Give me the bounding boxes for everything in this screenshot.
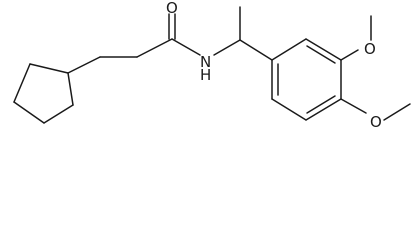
bond-nitrogen-ch <box>213 39 241 56</box>
atom-labels: O N H O O <box>166 0 382 131</box>
bond-aryl-5 <box>271 98 307 121</box>
propanamide-chain <box>67 13 201 74</box>
bond-ring-3 <box>13 101 45 124</box>
bond-ring-5 <box>29 63 69 74</box>
bond-aryl-1 <box>271 38 307 61</box>
bond-ring-to-ch2 <box>67 56 101 74</box>
bond-o-bottom-methyl <box>383 103 411 121</box>
ethyl-linker <box>213 6 273 61</box>
atom-label-amide-hydrogen: H <box>200 66 211 84</box>
molecule-structure: O N H O O <box>13 0 411 131</box>
atom-label-amide-nitrogen: N <box>200 53 211 71</box>
bond-ch2-carbonyl <box>136 38 173 58</box>
bond-carbonyl-nitrogen <box>171 38 201 56</box>
cyclopentane-ring <box>13 63 74 124</box>
atom-label-methoxy-oxygen-bottom: O <box>370 113 382 131</box>
atom-label-methoxy-oxygen-top: O <box>364 40 376 58</box>
benzene-ring <box>271 38 342 121</box>
methoxy-groups <box>340 15 411 121</box>
atom-label-carbonyl-oxygen: O <box>166 0 178 17</box>
bond-aryl-2 <box>305 38 342 61</box>
bond-ch-aryl <box>239 39 273 61</box>
bond-ring-4 <box>13 63 31 103</box>
bond-aryl-to-o-bottom <box>340 98 367 114</box>
bond-aryl-inner-1 <box>306 45 336 64</box>
bond-ring-1 <box>67 72 74 106</box>
bond-aryl-4 <box>305 98 342 121</box>
bond-aryl-inner-2 <box>306 95 336 114</box>
bond-aryl-to-o-top <box>340 49 359 61</box>
bond-ring-2 <box>43 104 74 124</box>
